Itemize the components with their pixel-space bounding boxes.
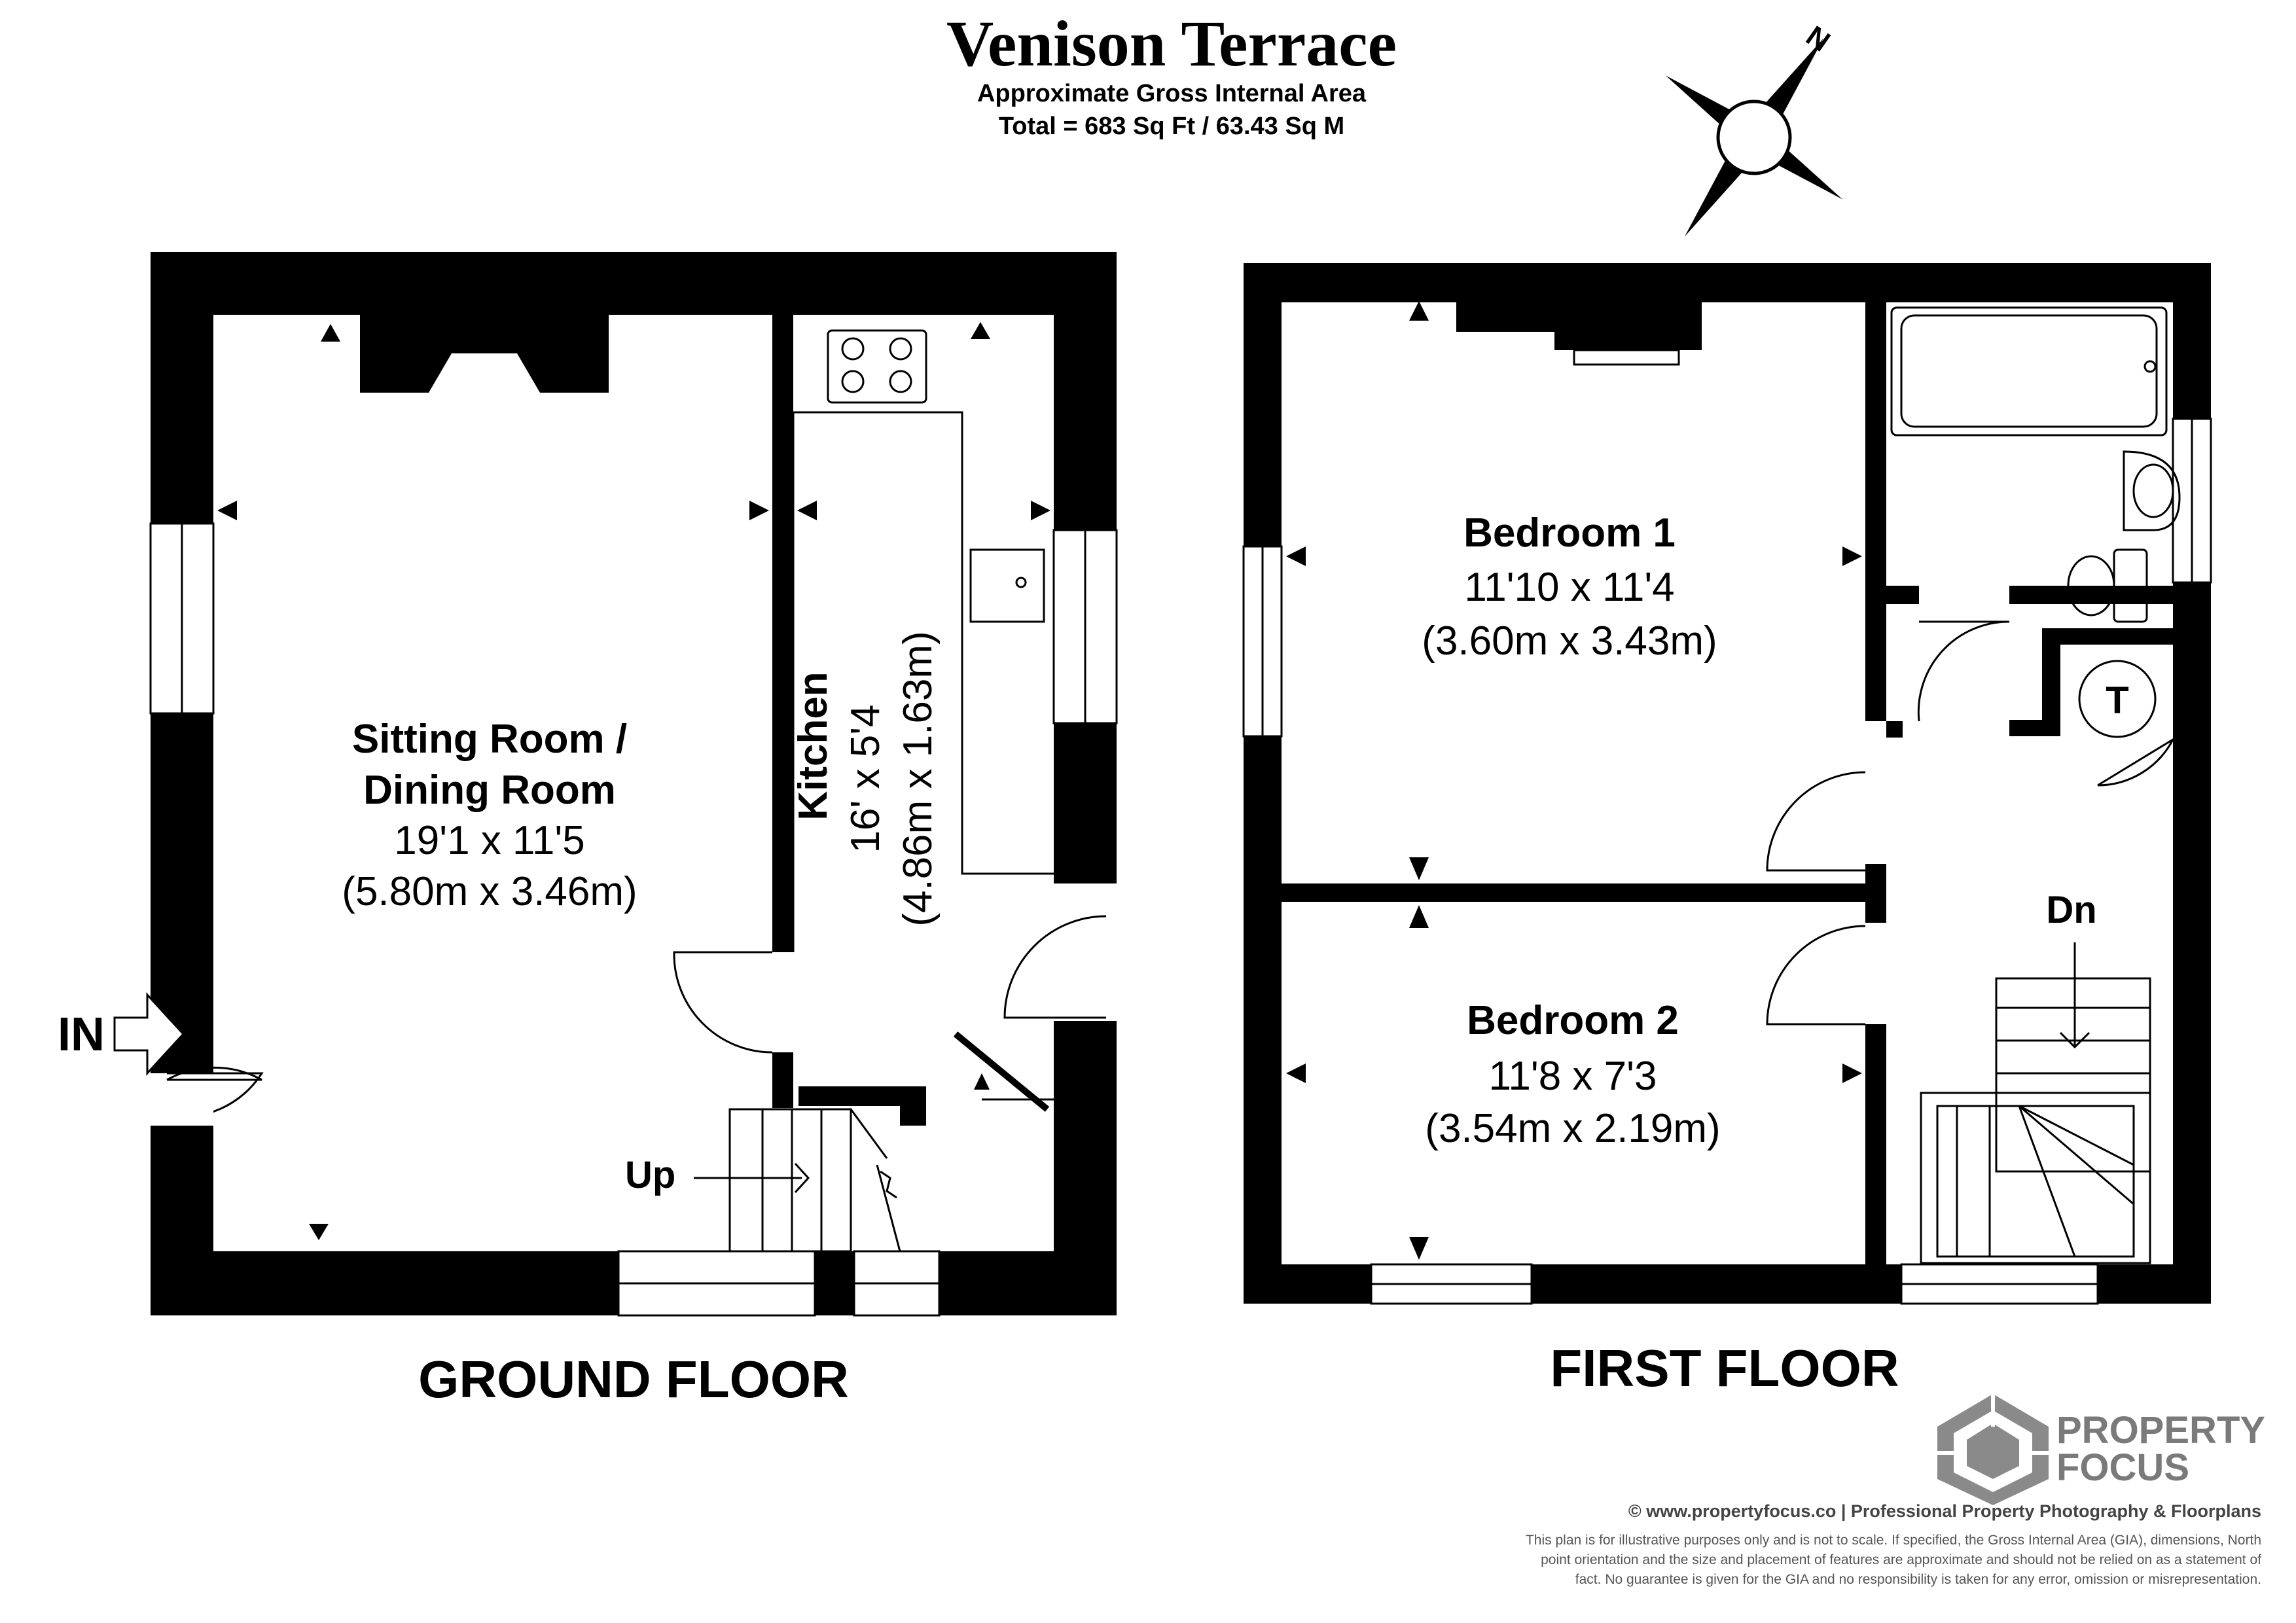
- room-name-dining-room: Dining Room: [363, 768, 616, 813]
- disclaimer-line-3: fact. No guarantee is given for the GIA …: [1575, 1572, 2261, 1587]
- compass-icon: [1665, 38, 1843, 237]
- plan-subtitle: Approximate Gross Internal Area: [977, 80, 1367, 107]
- room-dims-imperial: 11'8 x 7'3: [1489, 1054, 1657, 1099]
- staircase: [694, 1108, 901, 1253]
- room-dims-metric: (3.54m x 2.19m): [1425, 1106, 1720, 1151]
- first-floor-label: FIRST FLOOR: [1550, 1339, 1899, 1397]
- stairs-down-label: Dn: [2046, 889, 2096, 931]
- entrance-arrow-icon: [113, 992, 185, 1076]
- room-dims-metric: (5.80m x 3.46m): [342, 869, 637, 914]
- ground-floor-label: GROUND FLOOR: [418, 1350, 849, 1408]
- stairs-up-label: Up: [625, 1154, 675, 1196]
- room-dims-metric: (4.86m x 1.63m): [895, 631, 941, 926]
- cupboard-label: T: [2106, 679, 2128, 722]
- copyright-line: © www.propertyfocus.co | Professional Pr…: [1628, 1501, 2261, 1521]
- header: Venison Terrace Approximate Gross Intern…: [946, 7, 1397, 140]
- logo-text-line1: PROPERTY: [2056, 1409, 2265, 1452]
- disclaimer-line-2: point orientation and the size and place…: [1541, 1552, 2261, 1567]
- plan-title: Venison Terrace: [946, 7, 1397, 80]
- first-floor-plan: T Dn: [1242, 263, 2212, 1397]
- staircase: [1920, 942, 2151, 1264]
- room-name-sitting-room: Sitting Room /: [352, 717, 627, 762]
- room-dims-metric: (3.60m x 3.43m): [1422, 618, 1717, 664]
- ground-floor-plan: Up IN Sitting Room / Dining Room 19'1 x …: [58, 252, 1118, 1408]
- room-name-kitchen: Kitchen: [791, 671, 836, 820]
- property-focus-logo: [1937, 1394, 2049, 1505]
- logo-text-line2: FOCUS: [2056, 1446, 2189, 1489]
- room-name-bedroom-2: Bedroom 2: [1467, 998, 1679, 1043]
- disclaimer-line-1: This plan is for illustrative purposes o…: [1526, 1533, 2261, 1548]
- room-dims-imperial: 19'1 x 11'5: [394, 818, 584, 863]
- room-name-bedroom-1: Bedroom 1: [1463, 510, 1676, 556]
- entrance-label: IN: [58, 1008, 105, 1061]
- room-dims-imperial: 11'10 x 11'4: [1464, 565, 1674, 610]
- total-area: Total = 683 Sq Ft / 63.43 Sq M: [999, 113, 1344, 140]
- compass-north-label: N: [1801, 20, 1836, 58]
- room-dims-imperial: 16' x 5'4: [843, 704, 888, 853]
